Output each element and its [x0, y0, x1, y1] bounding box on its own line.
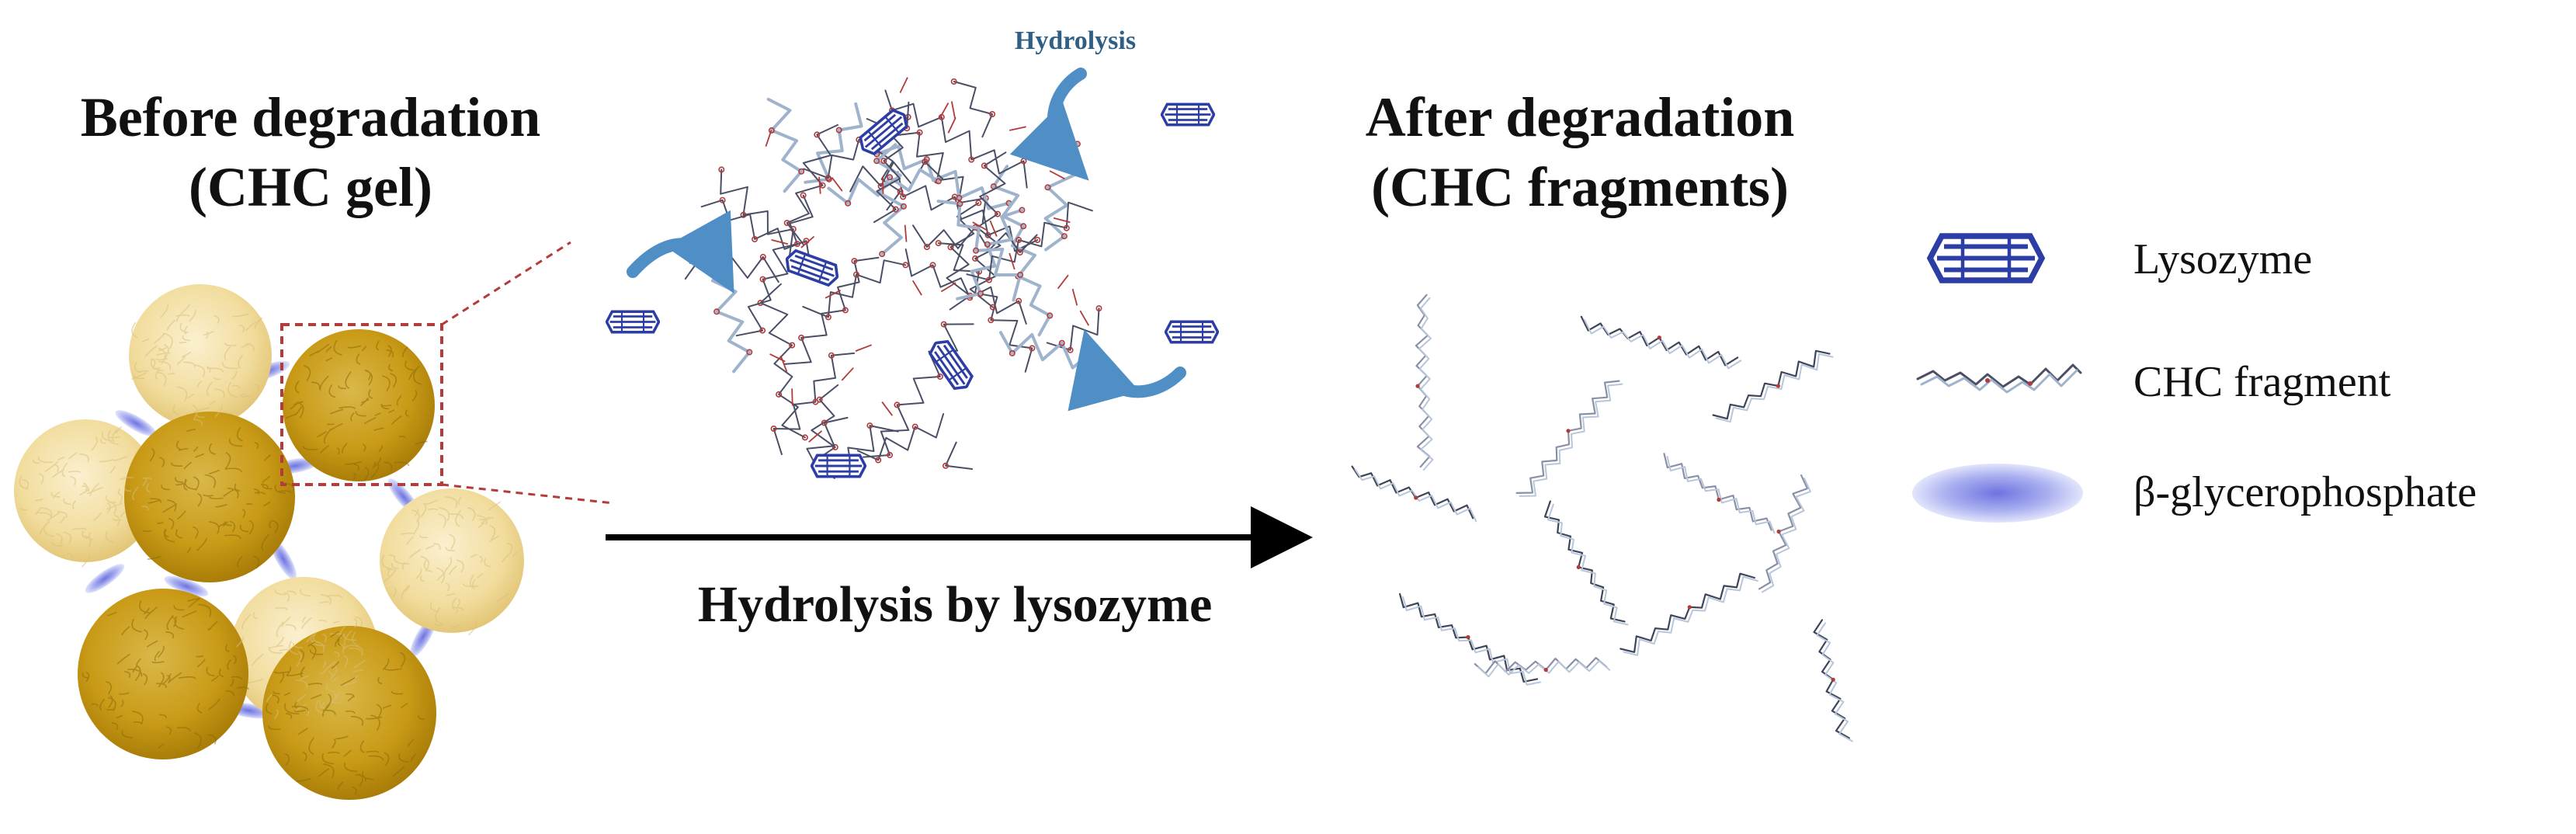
lysozyme-icon: [811, 455, 865, 476]
crosslink-dot: [1777, 530, 1781, 533]
glycerophosphate-icon: [1912, 464, 2083, 523]
chc-fragment-icon: [1918, 365, 2081, 387]
chc-fragment-shadow: [1356, 470, 1477, 522]
crosslink-dot: [1717, 498, 1720, 502]
gel-sphere-dark: [262, 626, 436, 800]
crosslink-dot: [1415, 384, 1419, 388]
chc-fragment-shadow: [1762, 478, 1810, 592]
network-crosslink: [792, 388, 793, 405]
chc-fragment-shadow: [1623, 577, 1758, 655]
legend-item-lysozyme: Lysozyme: [1930, 235, 2312, 283]
chc-fragment-shadow: [1817, 623, 1852, 741]
crosslink-dot: [1688, 605, 1692, 609]
before-title-line1: Before degradation: [81, 86, 541, 148]
after-title-line2: (CHC fragments): [1371, 156, 1789, 218]
gel-sphere-light: [129, 284, 272, 427]
glycerophosphate-link: [82, 559, 127, 597]
network-hydrolysis-label: Hydrolysis: [1015, 26, 1136, 55]
crosslink-dot: [1544, 668, 1548, 672]
crosslink-dot: [1985, 378, 1990, 383]
chc-fragment-shadow: [1403, 597, 1540, 685]
chc-fragment: [1517, 381, 1620, 493]
before-title-line2: (CHC gel): [189, 156, 432, 218]
legend-label-chc-fragment: CHC fragment: [2133, 358, 2391, 406]
legend-label-glycerophosphate: β-glycerophosphate: [2133, 468, 2477, 516]
crosslink-dot: [1466, 635, 1470, 639]
gel-sphere-dark: [283, 329, 435, 481]
legend-label-lysozyme: Lysozyme: [2133, 235, 2312, 283]
lysozyme-icon: [1930, 236, 2042, 280]
crosslink-dot: [1658, 335, 1661, 339]
crosslink-dot: [1831, 678, 1835, 682]
legend: Lysozyme CHC fragment β-glycerophosphate: [1912, 235, 2477, 523]
crosslink-dot: [1414, 495, 1418, 499]
chc-fragment: [1545, 502, 1625, 622]
after-title-line1: After degradation: [1366, 86, 1795, 148]
legend-item-chc-fragment: CHC fragment: [1918, 358, 2391, 406]
lysozyme-icon: [1165, 321, 1217, 342]
chc-fragments: [1352, 295, 1852, 742]
arrow-label: Hydrolysis by lysozyme: [698, 576, 1212, 633]
chc-fragment: [1759, 475, 1807, 589]
lysozyme-icon: [1161, 104, 1213, 125]
crosslink-dot: [1566, 429, 1570, 433]
legend-item-glycerophosphate: β-glycerophosphate: [1912, 464, 2477, 523]
lysozyme-icon: [606, 311, 658, 332]
crosslink-dot: [1776, 384, 1780, 387]
chc-network: [672, 47, 1130, 505]
chc-fragment: [1581, 317, 1738, 366]
crosslink-dot: [1577, 565, 1581, 569]
crosslink-dot: [2028, 381, 2033, 386]
chc-fragment-shadow: [1548, 505, 1628, 625]
chc-gel-cluster: [14, 284, 524, 800]
zoom-line-top: [442, 242, 571, 325]
chc-fragment-shadow: [1520, 384, 1623, 496]
